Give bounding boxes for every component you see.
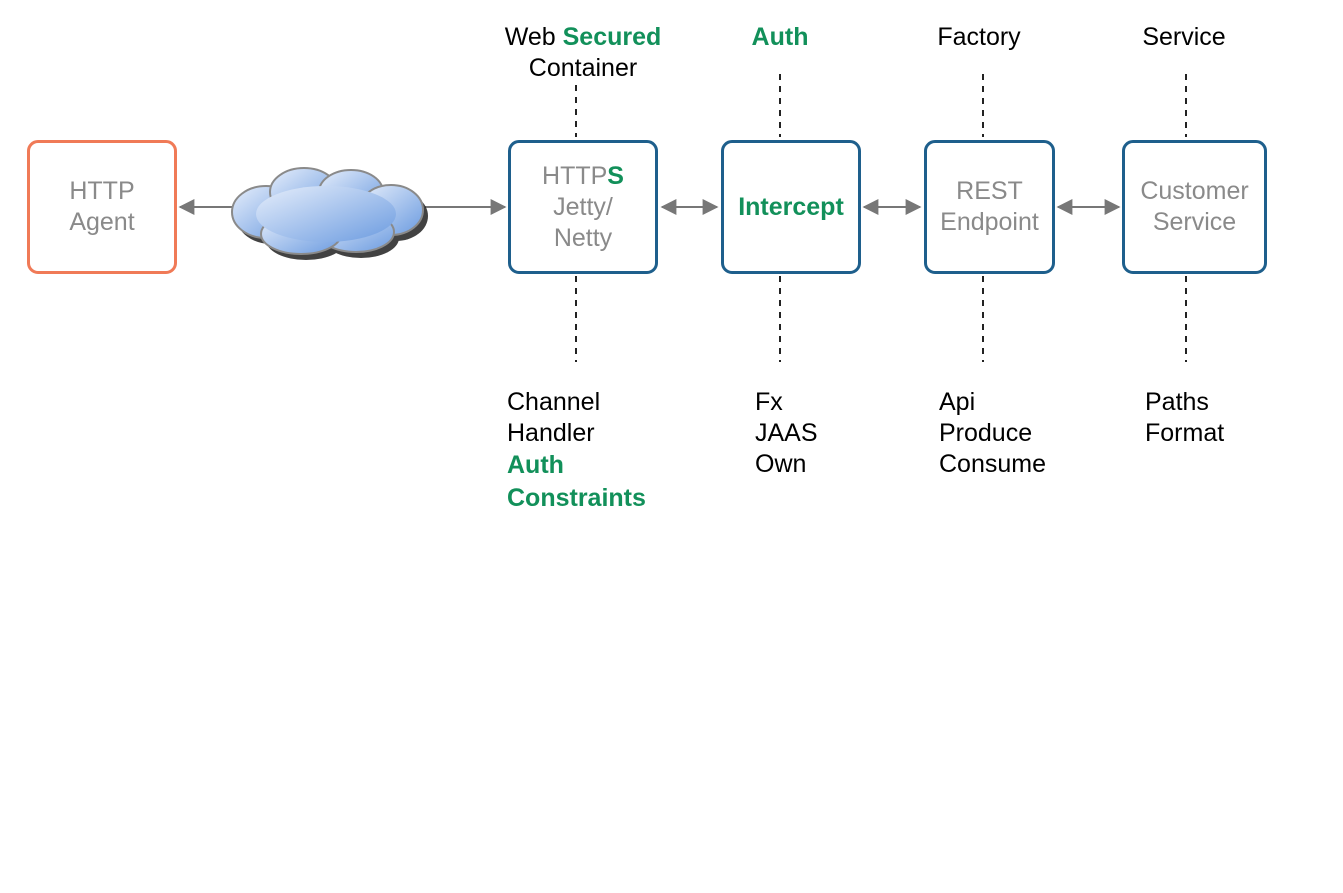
top-label-service: Service xyxy=(1142,23,1226,51)
rest-line2: Endpoint xyxy=(940,208,1039,236)
https-line1-plain: HTTP xyxy=(542,161,608,190)
http-agent-box: HTTP Agent xyxy=(27,140,177,274)
bottom-rest-item: Api xyxy=(939,388,976,416)
https-line1: HTTPS xyxy=(542,161,624,192)
top-label-auth-text: Auth xyxy=(751,23,809,51)
top-label-container: Container xyxy=(528,54,638,82)
bottom-label-intercept: Fx JAAS Own xyxy=(755,387,818,480)
https-container-box: HTTPS Jetty/ Netty xyxy=(508,140,658,274)
https-line3: Netty xyxy=(553,223,613,252)
bottom-rest-item: Consume xyxy=(939,450,1046,478)
http-agent-line2: Agent xyxy=(69,208,135,236)
customer-line2: Service xyxy=(1152,208,1237,236)
top-label-web-container: Web Secured Container xyxy=(505,22,662,84)
intercept-box: Intercept xyxy=(721,140,861,274)
rest-endpoint-box: REST Endpoint xyxy=(924,140,1055,274)
top-label-auth: Auth xyxy=(752,22,809,53)
cloud-icon xyxy=(231,167,428,260)
bottom-https-bold-item: Constraints xyxy=(507,484,646,512)
top-label-factory: Factory xyxy=(937,23,1021,51)
bottom-rest-item: Produce xyxy=(939,419,1033,447)
customer-service-box: Customer Service xyxy=(1122,140,1267,274)
bottom-customer-item: Paths xyxy=(1145,388,1209,416)
bottom-label-rest: Api Produce Consume xyxy=(939,387,1046,480)
bottom-label-https: Channel Handler Auth Constraints xyxy=(507,387,646,515)
http-agent-line1: HTTP xyxy=(69,177,135,205)
intercept-label: Intercept xyxy=(738,192,844,221)
customer-line1: Customer xyxy=(1140,177,1249,205)
bottom-intercept-item: JAAS xyxy=(755,419,818,447)
rest-line1: REST xyxy=(956,177,1023,205)
bottom-https-bold-item: Auth xyxy=(507,451,564,479)
bottom-intercept-item: Own xyxy=(755,450,807,478)
https-line2: Jetty/ xyxy=(553,192,613,221)
top-label-web: Web xyxy=(504,23,556,51)
top-label-secured: Secured xyxy=(562,23,662,51)
https-line1-bold: S xyxy=(607,161,624,190)
bottom-https-item: Channel xyxy=(507,388,601,416)
bottom-https-item: Handler xyxy=(507,419,595,447)
bottom-intercept-item: Fx xyxy=(755,388,783,416)
bottom-customer-item: Format xyxy=(1145,419,1225,447)
bottom-label-customer: Paths Format xyxy=(1145,387,1224,449)
